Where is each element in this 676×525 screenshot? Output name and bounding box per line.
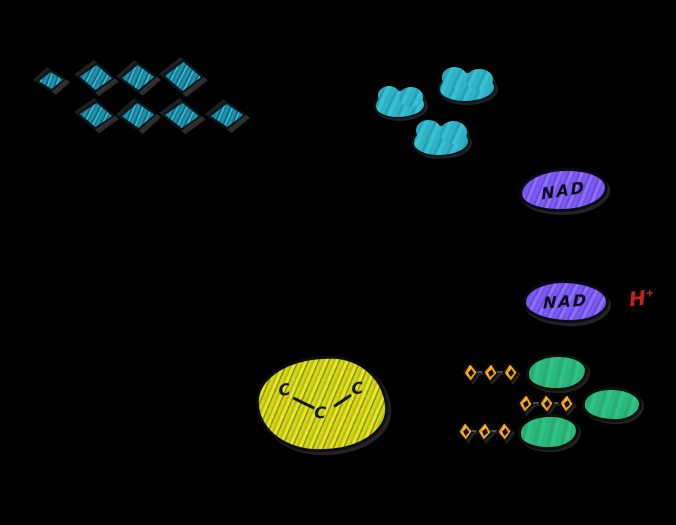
phosphate-bond-line [491,430,498,432]
sugar-diamond-icon [118,99,158,132]
adenosine-ellipse [517,412,580,452]
nad-label: NAD [543,290,589,313]
hydrogen-ion-label: H+ [628,285,656,312]
phosphate-bond-line [477,371,484,373]
adenosine-ellipse [581,385,643,424]
phosphate-diamond-icon [495,421,513,443]
atp-molecule [517,384,647,424]
carbon-bond-line [292,396,316,410]
phosphate-bond-line [471,430,478,432]
sugar-diamond-icon [76,61,116,94]
phosphate-core-icon [462,427,469,436]
sugar-diamond-icon [118,61,157,93]
phosphate-bond-line [497,371,504,373]
phosphate-bond-line [533,402,539,404]
sugar-diamond-icon [76,99,116,131]
nad-label: NAD [540,176,587,204]
nad-ellipse: NAD [517,165,610,215]
atp-molecule [462,352,592,393]
carbon-label: C [276,379,292,401]
phosphate-core-icon [543,399,550,408]
carbon-bond-line [332,393,352,408]
gas-cloud-icon [438,67,496,103]
phosphate-core-icon [521,399,529,408]
phosphate-diamond-icon [501,361,519,383]
sugar-diamond-icon [161,99,202,131]
phosphate-core-icon [481,427,489,436]
phosphate-core-icon [467,368,474,377]
pyruvate-blob: C C C [254,353,390,455]
sugar-diamond-icon [161,58,204,94]
gas-cloud-icon [374,85,426,119]
carbon-label: C [313,402,327,423]
nad-ellipse: NAD [522,278,610,325]
hydrogen-plus-sign: + [644,286,656,300]
sugar-diamond-icon [208,100,247,130]
phosphate-core-icon [563,399,571,408]
atp-molecule [457,412,587,452]
carbon-label: C [350,378,365,399]
gas-cloud-icon [412,120,470,157]
sugar-diamond-icon [35,68,67,93]
phosphate-core-icon [507,368,514,377]
phosphate-core-icon [487,368,495,377]
phosphate-core-icon [501,427,508,436]
